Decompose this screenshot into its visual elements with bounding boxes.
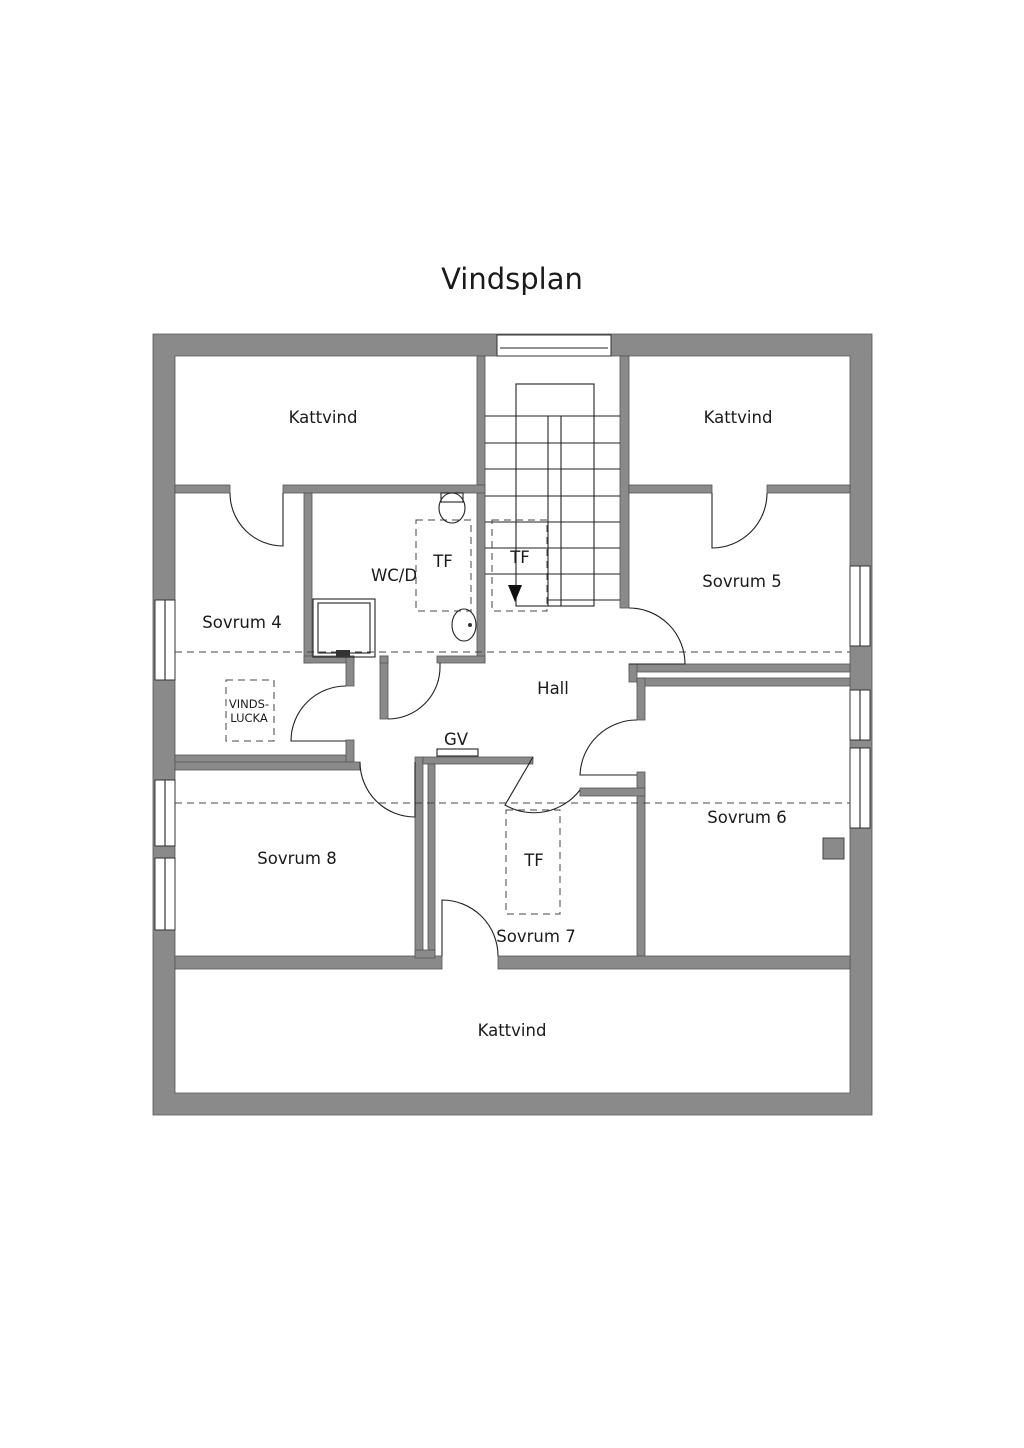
room-label-kattvind-bottom: Kattvind <box>478 1021 547 1040</box>
door-hall-sovrum5[interactable] <box>628 607 686 665</box>
doors <box>229 492 768 957</box>
room-label-sovrum-6: Sovrum 6 <box>707 808 786 827</box>
page-title: Vindsplan <box>441 262 583 296</box>
door-kattvind-bottom[interactable] <box>441 899 499 957</box>
room-label-wc-d: WC/D <box>371 566 417 585</box>
door-sovrum6[interactable] <box>579 719 638 776</box>
door-sovrum4[interactable] <box>290 685 347 742</box>
interior-walls <box>174 355 851 970</box>
chimney <box>822 837 845 860</box>
marker-gv: GV <box>444 730 469 749</box>
room-label-kattvind-left: Kattvind <box>289 408 358 427</box>
bathroom-fixtures <box>312 492 477 658</box>
room-label-kattvind-right: Kattvind <box>704 408 773 427</box>
marker-tf-stair: TF <box>509 548 530 567</box>
fixtures <box>436 748 845 860</box>
marker-vindslucka-line1: VINDS- <box>229 697 269 711</box>
room-label-sovrum-5: Sovrum 5 <box>702 572 781 591</box>
door-wc[interactable] <box>387 663 441 720</box>
marker-tf-wc: TF <box>432 552 453 571</box>
toilet-icon <box>438 492 466 524</box>
marker-vindslucka-line2: LUCKA <box>230 711 268 725</box>
room-labels: Kattvind Kattvind Kattvind Sovrum 4 Sovr… <box>202 408 786 1040</box>
sink-icon <box>451 608 477 642</box>
door-sovrum4-kattvind[interactable] <box>229 492 284 547</box>
room-label-hall: Hall <box>537 679 569 698</box>
dashed-markings <box>175 519 850 915</box>
room-label-sovrum-4: Sovrum 4 <box>202 613 281 632</box>
door-sovrum5-kattvind[interactable] <box>711 492 768 549</box>
stair-direction-arrow-icon <box>508 585 522 602</box>
room-label-sovrum-8: Sovrum 8 <box>257 849 336 868</box>
marker-tf-sovrum7: TF <box>523 851 544 870</box>
staircase <box>485 383 620 607</box>
door-sovrum8[interactable] <box>359 761 416 818</box>
windows <box>154 334 871 931</box>
room-label-sovrum-7: Sovrum 7 <box>496 927 575 946</box>
shower <box>312 598 376 658</box>
door-sovrum7[interactable] <box>504 756 581 814</box>
